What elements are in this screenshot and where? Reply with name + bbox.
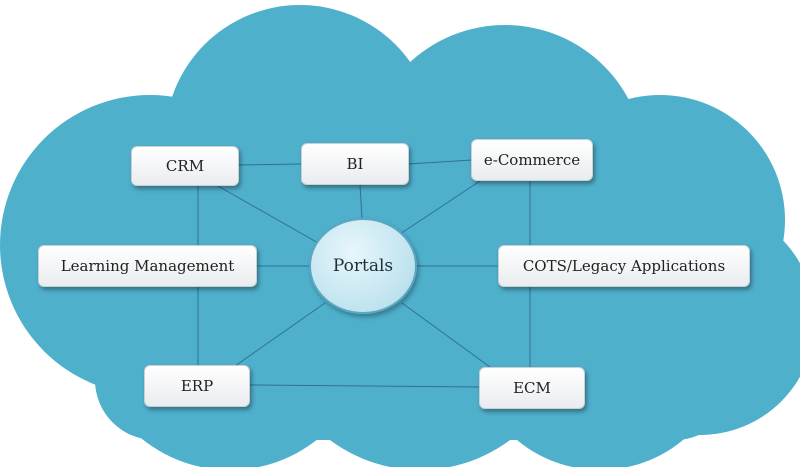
node-bi-label: BI	[346, 155, 364, 173]
node-ecm-label: ECM	[513, 379, 551, 397]
connector-hub-ecm	[401, 302, 491, 368]
node-ecommerce-label: e-Commerce	[483, 151, 581, 169]
hub-portals-label: Portals	[332, 256, 394, 276]
node-bi[interactable]: BI	[301, 143, 409, 185]
hub-portals[interactable]: Portals	[309, 218, 417, 314]
connector-hub-bi	[359, 184, 363, 219]
node-crm[interactable]: CRM	[131, 146, 239, 186]
node-learning-management[interactable]: Learning Management	[38, 245, 257, 287]
node-crm-label: CRM	[165, 157, 205, 175]
node-cots-legacy-label: COTS/Legacy Applications	[522, 257, 726, 275]
node-ecommerce[interactable]: e-Commerce	[471, 139, 593, 181]
node-ecm[interactable]: ECM	[479, 367, 585, 409]
connector-lines	[197, 159, 531, 388]
connector-crm-bi	[237, 163, 303, 166]
connector-hub-erp	[234, 302, 326, 367]
connector-erp-ecm	[249, 384, 481, 388]
connector-hub-crm	[217, 185, 321, 245]
connector-bi-ecommerce	[407, 159, 473, 165]
node-cots-legacy[interactable]: COTS/Legacy Applications	[498, 245, 750, 287]
node-learning-management-label: Learning Management	[60, 257, 235, 275]
node-erp[interactable]: ERP	[144, 365, 250, 407]
connector-hub-ecommerce	[399, 180, 481, 235]
node-erp-label: ERP	[180, 377, 214, 395]
